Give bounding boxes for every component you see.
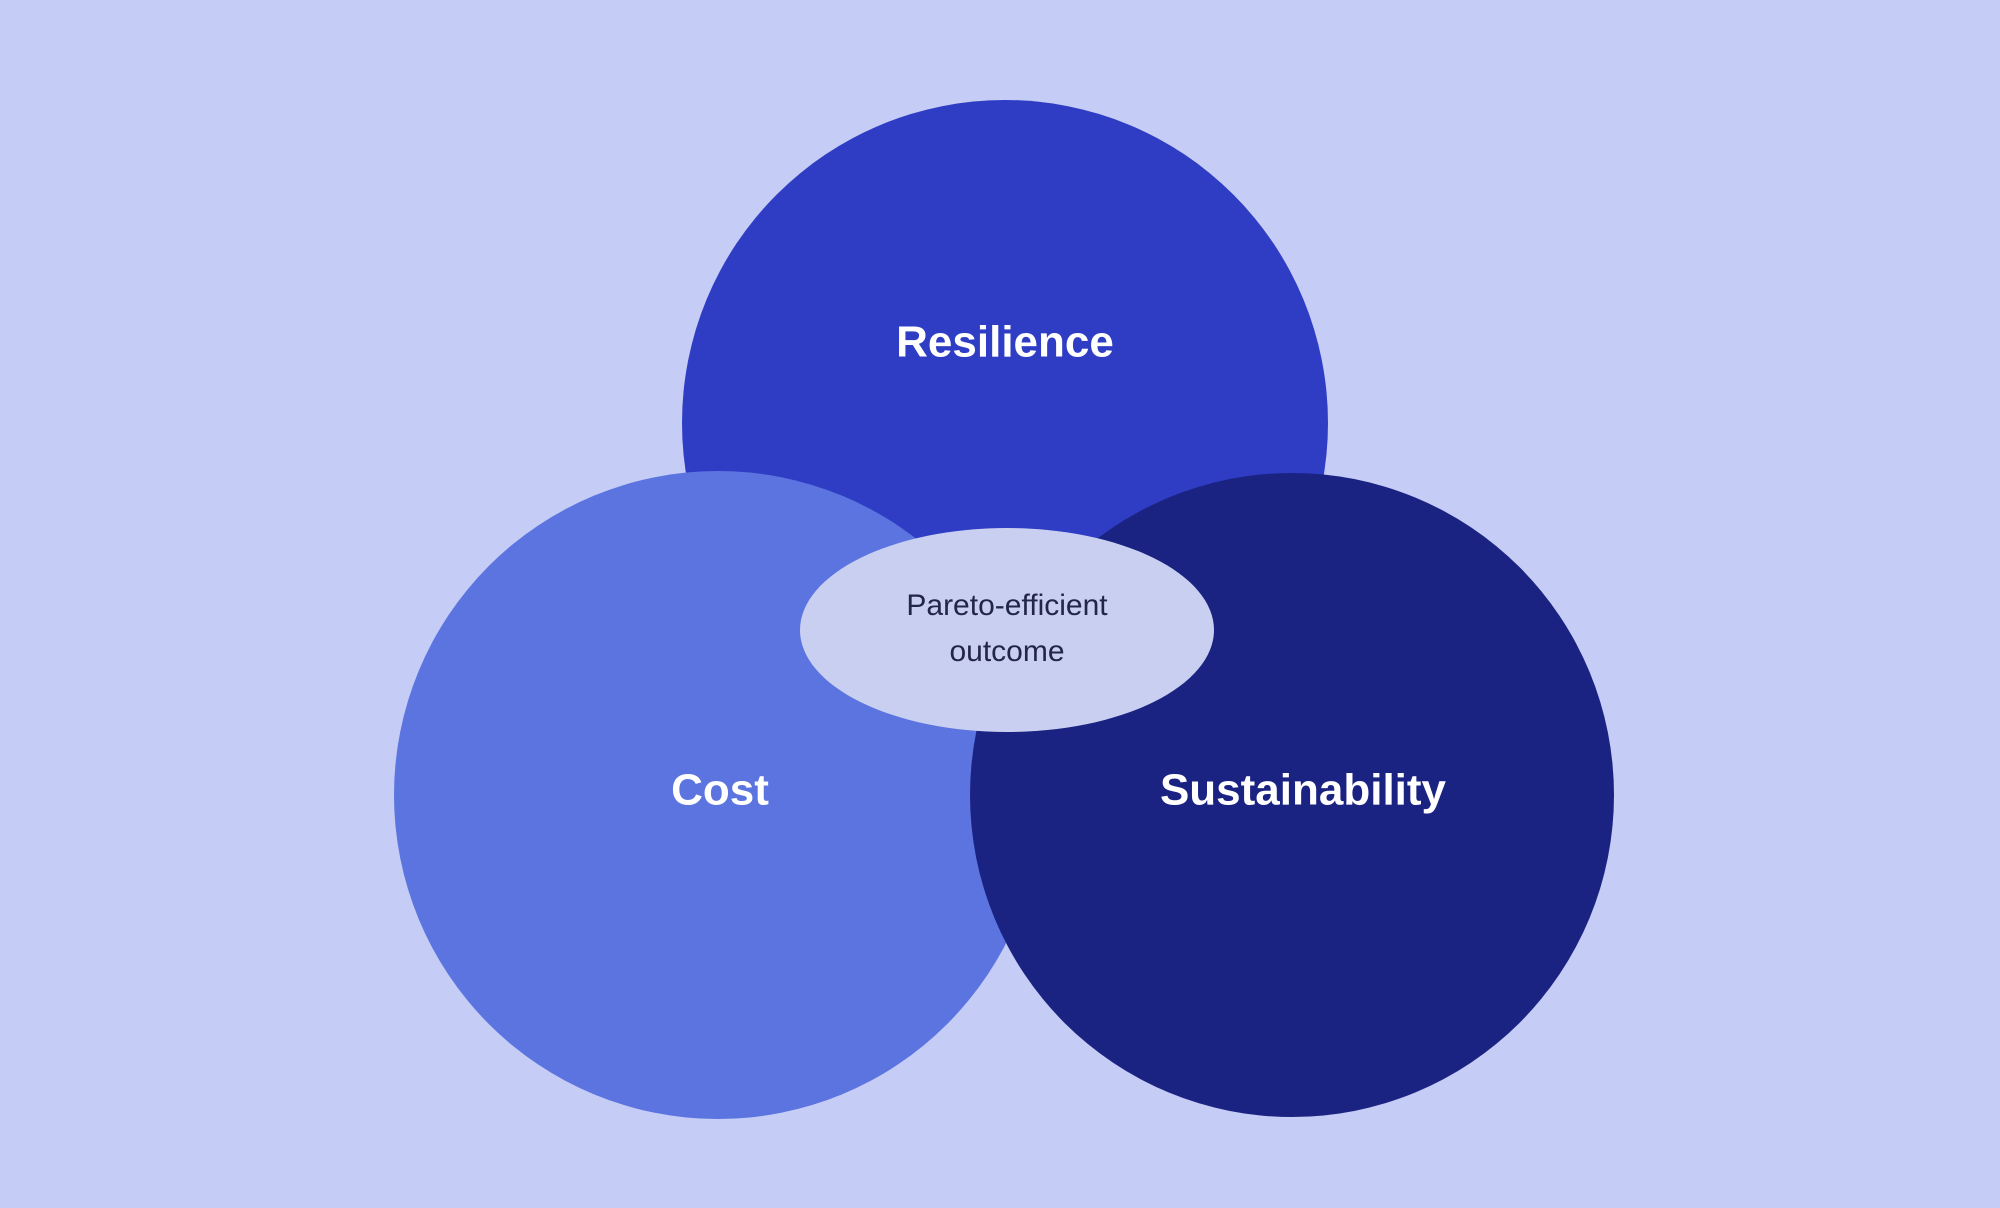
venn-label-cost: Cost <box>671 766 769 815</box>
venn-label-resilience: Resilience <box>896 318 1114 367</box>
venn-intersection-region[interactable] <box>800 528 1214 732</box>
venn-intersection-label-line2: outcome <box>949 635 1064 668</box>
venn-label-sustainability: Sustainability <box>1160 766 1447 815</box>
venn-intersection-label-line1: Pareto-efficient <box>906 589 1108 622</box>
